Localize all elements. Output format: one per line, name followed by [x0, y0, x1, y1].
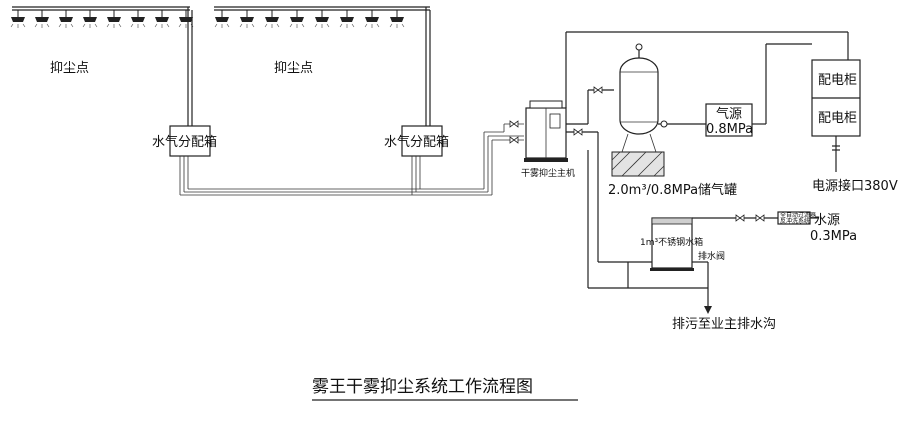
power-interface-label: 电源接口380V [812, 178, 898, 194]
main-unit-label: 干雾抑尘主机 [521, 167, 575, 179]
drain-outlet-label: 排污至业主排水沟 [672, 317, 776, 332]
air-tank [611, 43, 706, 177]
riser-pipes-2 [425, 7, 431, 132]
nozzle-array-1 [10, 6, 194, 29]
power-cabinet-label-2: 配电柜 [818, 111, 857, 126]
water-tank [650, 217, 694, 271]
air-source-box [705, 103, 753, 137]
air-tank-label: 2.0m³/0.8MPa储气罐 [608, 182, 737, 198]
nozzle-array-2 [214, 6, 430, 29]
air-source-title: 气源 [716, 106, 742, 122]
filter-line-1: 全自动过滤器 [780, 211, 816, 219]
power-cabinet-label-1: 配电柜 [818, 73, 857, 88]
dust-point-label-1: 抑尘点 [50, 61, 89, 76]
unit-tank-pipes [565, 31, 849, 263]
air-source-pressure: 0.8MPa [706, 122, 753, 137]
drain-valve-label: 排水阀 [698, 250, 725, 262]
main-supply-pipes [179, 120, 524, 196]
riser-pipes-1 [187, 7, 193, 132]
diagram-title: 雾王干雾抑尘系统工作流程图 [312, 377, 533, 397]
filter-line-2: 反冲洗系统 [780, 217, 810, 225]
drain-pipes [587, 150, 712, 314]
distribution-box-label-1: 水气分配箱 [152, 134, 217, 150]
water-tank-label: 1m³不锈钢水箱 [640, 236, 703, 248]
distribution-box-2 [401, 125, 443, 157]
main-unit [524, 100, 568, 162]
water-source-pressure: 0.3MPa [810, 229, 857, 244]
water-inlet-pipe [692, 214, 778, 222]
power-feed [832, 136, 840, 172]
dust-point-label-2: 抑尘点 [274, 61, 313, 76]
water-source-title: 水源 [814, 213, 840, 228]
distribution-box-1 [169, 125, 211, 157]
distribution-box-label-2: 水气分配箱 [384, 134, 449, 150]
